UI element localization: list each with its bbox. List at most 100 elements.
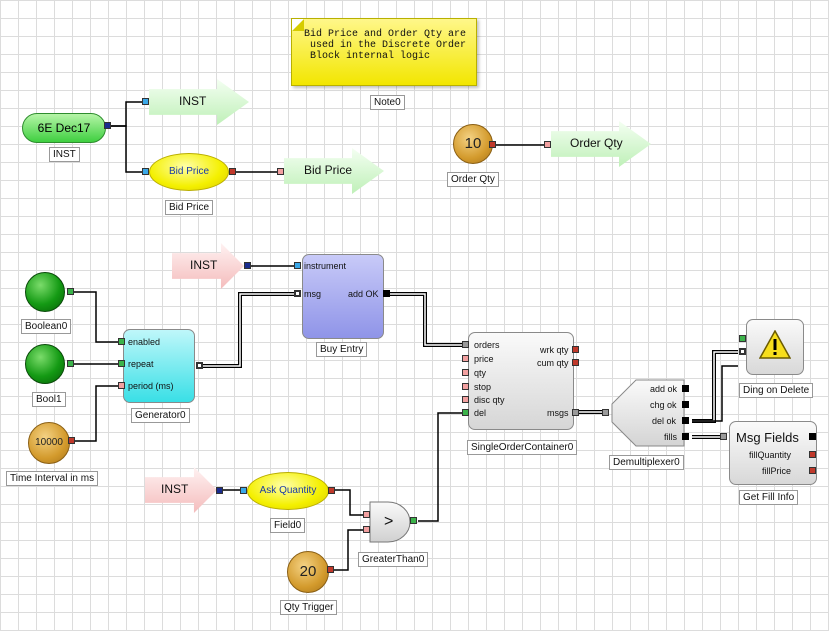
- note-box[interactable]: Bid Price and Order Qty are used in the …: [291, 18, 477, 86]
- buy-entry-instrument-port[interactable]: [294, 262, 301, 269]
- single-order-qty-port[interactable]: [462, 369, 469, 376]
- single-order-msgs-port[interactable]: [572, 409, 579, 416]
- ding-block[interactable]: [746, 319, 804, 375]
- single-order-block[interactable]: [468, 332, 574, 430]
- buy-entry-block[interactable]: [302, 254, 384, 339]
- ding-in-port-2[interactable]: [739, 348, 746, 355]
- ask-quantity-field[interactable]: Ask Quantity: [247, 472, 329, 510]
- single-order-price-port[interactable]: [462, 355, 469, 362]
- bid-price-field[interactable]: Bid Price: [149, 153, 229, 191]
- single-order-disc-qty-port[interactable]: [462, 396, 469, 403]
- single-order-stop-port[interactable]: [462, 383, 469, 390]
- qty-trigger-out-port[interactable]: [327, 566, 334, 573]
- single-order-msgs-label: msgs: [547, 408, 569, 418]
- msg-fields-out-port[interactable]: [809, 433, 816, 440]
- warning-icon: [759, 330, 791, 359]
- demux-del-ok-port[interactable]: [682, 417, 689, 424]
- wire-askqty-gt: [334, 489, 363, 516]
- inst-arrow-top[interactable]: INST: [149, 79, 249, 125]
- time-interval-caption: Time Interval in ms: [6, 471, 99, 486]
- msg-fields-in-port[interactable]: [720, 433, 727, 440]
- demux-fills-port[interactable]: [682, 433, 689, 440]
- demux-add-ok-port[interactable]: [682, 385, 689, 392]
- boolean0-out-port[interactable]: [67, 288, 74, 295]
- single-order-wrk-qty-port[interactable]: [572, 346, 579, 353]
- single-order-disc-qty-label: disc qty: [474, 395, 505, 405]
- inst-arrow-low[interactable]: INST: [145, 467, 217, 513]
- generator-block[interactable]: [123, 329, 195, 403]
- note-caption: Note0: [370, 95, 405, 110]
- bid-price-out-port[interactable]: [229, 168, 236, 175]
- wire-gen-msg-outer: [203, 292, 294, 368]
- single-order-cum-qty-label: cum qty: [537, 358, 569, 368]
- demux-chg-ok-port[interactable]: [682, 401, 689, 408]
- bool1-out-port[interactable]: [67, 360, 74, 367]
- time-interval-value: 10000: [35, 437, 63, 448]
- bid-price-arrow[interactable]: Bid Price: [284, 148, 384, 194]
- wire-inst-to-arrow: [110, 101, 142, 127]
- wire-addok-orders-outer: [390, 292, 462, 347]
- inst-pill-out-port[interactable]: [104, 122, 111, 129]
- demux-fills-label: fills: [664, 432, 677, 442]
- buy-entry-caption: Buy Entry: [316, 342, 368, 357]
- greater-than-out-port[interactable]: [410, 517, 417, 524]
- inst-pill[interactable]: 6E Dec17: [22, 113, 106, 143]
- buy-entry-msg-port[interactable]: [294, 290, 301, 297]
- bid-price-arrow-in-port[interactable]: [277, 168, 284, 175]
- greater-than-caption: GreaterThan0: [358, 552, 429, 567]
- ding-caption: Ding on Delete: [739, 383, 814, 398]
- inst-arrow-mid-out-port[interactable]: [244, 262, 251, 269]
- msg-fields-block[interactable]: [729, 421, 817, 485]
- single-order-del-port[interactable]: [462, 409, 469, 416]
- greater-than-gate[interactable]: [368, 500, 416, 544]
- single-order-cum-qty-port[interactable]: [572, 359, 579, 366]
- single-order-price-label: price: [474, 354, 494, 364]
- msg-fields-caption: Get Fill Info: [739, 490, 799, 505]
- order-qty-out-port[interactable]: [489, 141, 496, 148]
- time-interval-out-port[interactable]: [68, 437, 75, 444]
- qty-trigger-knob[interactable]: 20: [287, 551, 329, 593]
- buy-entry-add-ok-port[interactable]: [383, 290, 390, 297]
- ask-quantity-in-port[interactable]: [240, 487, 247, 494]
- inst-arrow-low-out-port[interactable]: [216, 487, 223, 494]
- generator-out-port[interactable]: [196, 362, 203, 369]
- ask-quantity-caption: Field0: [270, 518, 306, 533]
- msg-fields-fill-quantity-port[interactable]: [809, 451, 816, 458]
- ask-quantity-out-port[interactable]: [328, 487, 335, 494]
- qty-trigger-caption: Qty Trigger: [280, 600, 338, 615]
- wire-delok-ding: [692, 365, 738, 422]
- generator-enabled-port[interactable]: [118, 338, 125, 345]
- greater-than-in-b[interactable]: [363, 526, 370, 533]
- wire-time-period: [73, 385, 118, 442]
- bid-price-in-port[interactable]: [142, 168, 149, 175]
- generator-enabled-label: enabled: [128, 337, 161, 347]
- wire-inst-to-bidprice: [110, 125, 142, 173]
- wire-addok-ding-outer: [692, 350, 738, 423]
- demux-shape[interactable]: [606, 376, 686, 450]
- msg-fields-fill-price-port[interactable]: [809, 467, 816, 474]
- bool1-caption: Bool1: [32, 392, 66, 407]
- order-qty-knob[interactable]: 10: [453, 124, 493, 164]
- single-order-qty-label: qty: [474, 368, 487, 378]
- msg-fields-fill-quantity-label: fillQuantity: [749, 450, 792, 460]
- single-order-caption: SingleOrderContainer0: [467, 440, 578, 455]
- inst-arrow-mid[interactable]: INST: [172, 243, 244, 289]
- ask-quantity-label: Ask Quantity: [259, 485, 317, 496]
- single-order-orders-label: orders: [474, 340, 500, 350]
- time-interval-knob[interactable]: 10000: [28, 422, 70, 464]
- bid-price-arrow-label: Bid Price: [304, 163, 353, 177]
- inst-arrow-top-in-port[interactable]: [142, 98, 149, 105]
- generator-period-port[interactable]: [118, 382, 125, 389]
- bool1-led[interactable]: [25, 344, 65, 384]
- generator-repeat-port[interactable]: [118, 360, 125, 367]
- single-order-del-label: del: [474, 408, 487, 418]
- order-qty-arrow-in-port[interactable]: [544, 141, 551, 148]
- boolean0-led[interactable]: [25, 272, 65, 312]
- order-qty-arrow[interactable]: Order Qty: [551, 121, 651, 167]
- demux-in-port[interactable]: [602, 409, 609, 416]
- single-order-orders-port[interactable]: [462, 341, 469, 348]
- single-order-stop-label: stop: [474, 382, 492, 392]
- greater-than-in-a[interactable]: [363, 511, 370, 518]
- ding-in-port-1[interactable]: [739, 335, 746, 342]
